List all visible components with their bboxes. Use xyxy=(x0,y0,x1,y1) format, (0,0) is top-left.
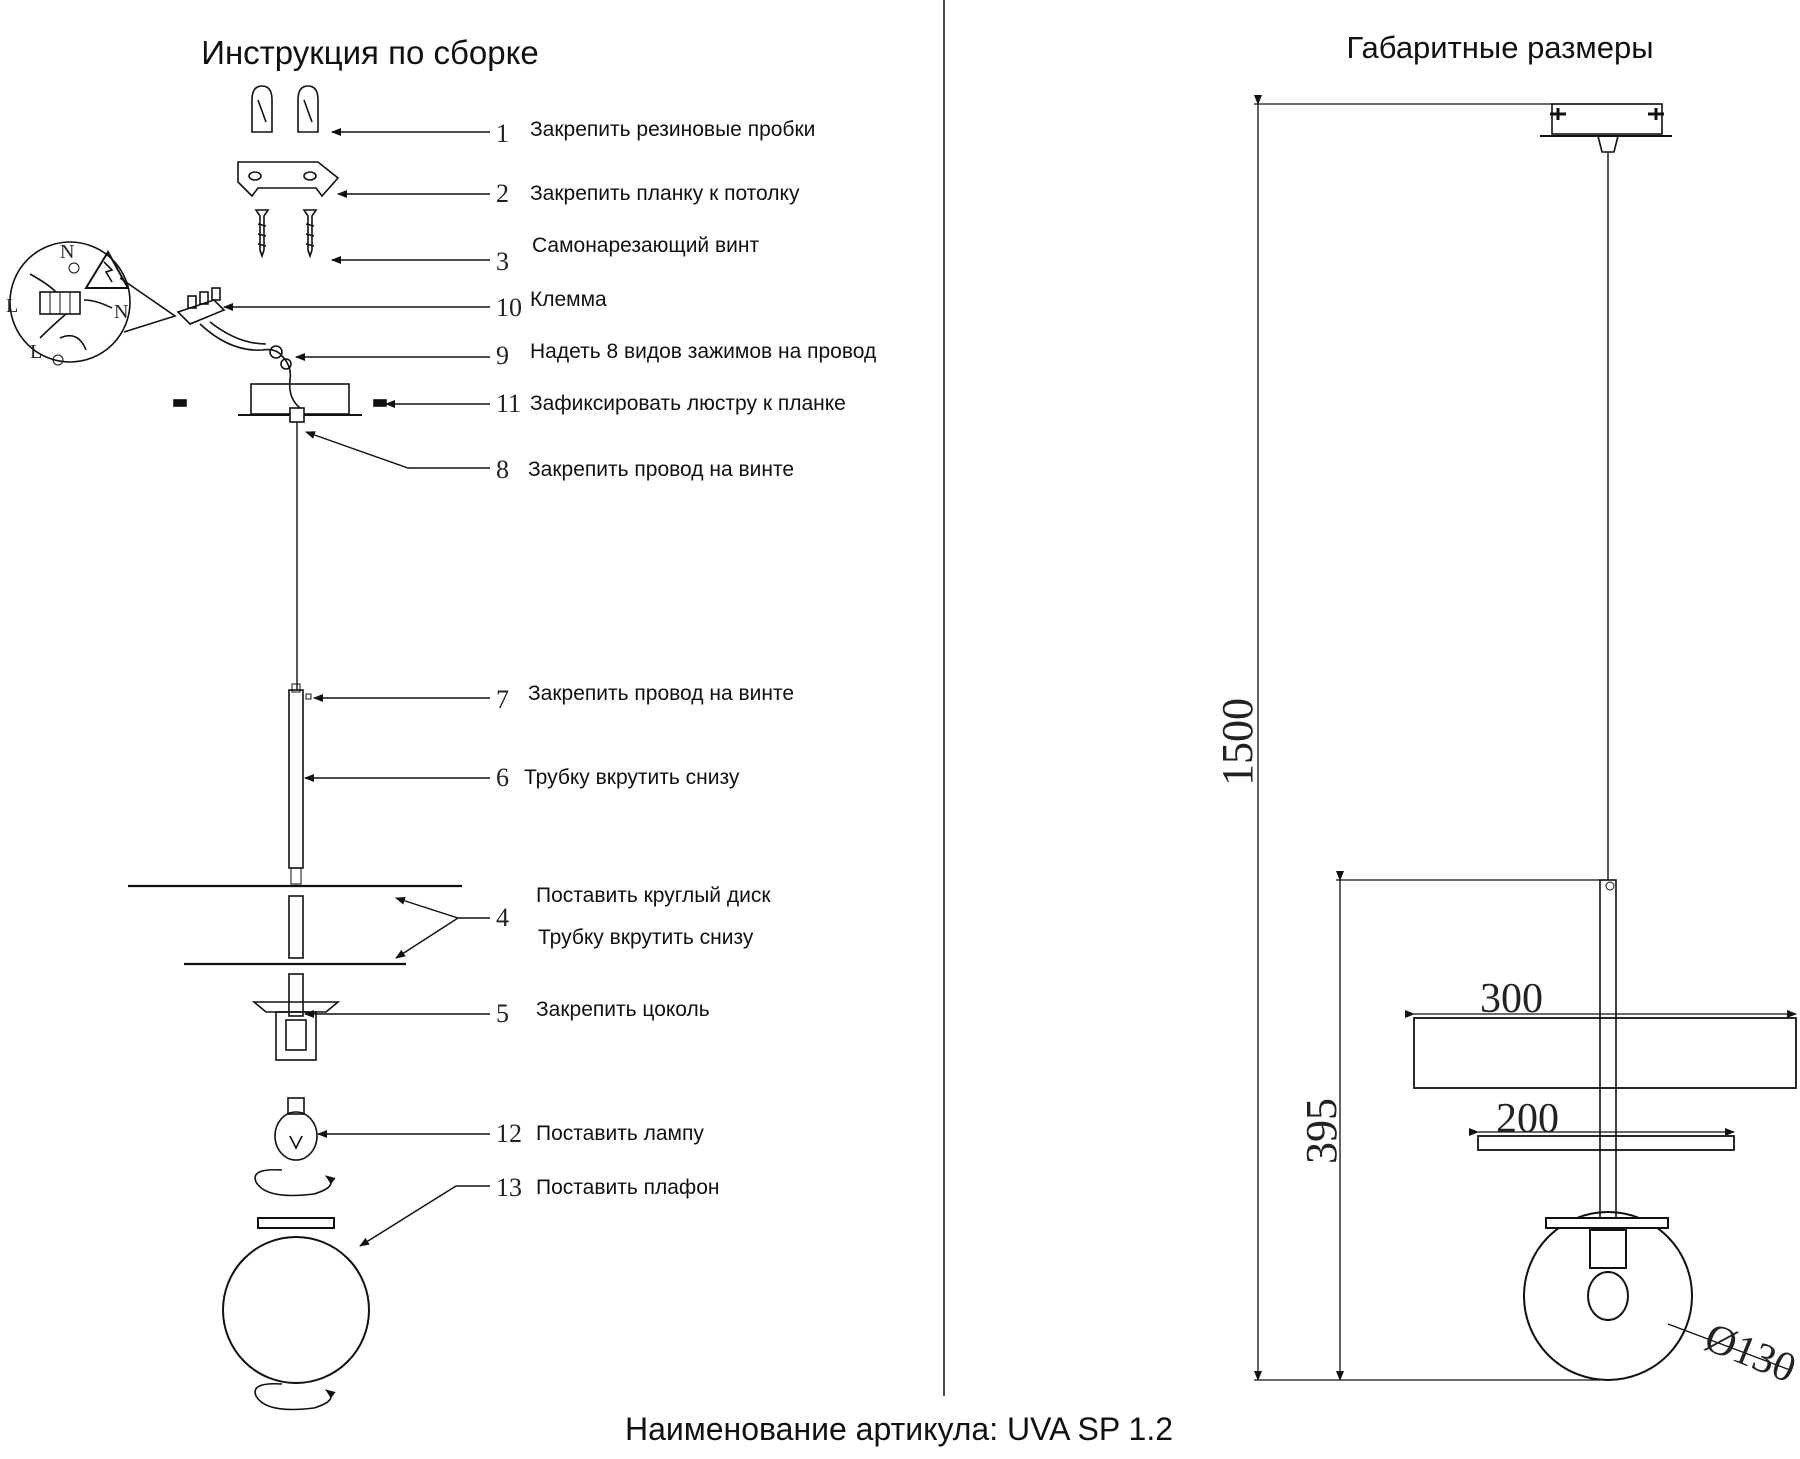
assembly-title: Инструкция по сборке xyxy=(201,34,539,71)
upper-tube-icon xyxy=(288,689,304,869)
middle-tube-icon xyxy=(288,895,304,959)
step-number-6: 6 xyxy=(496,763,509,792)
step-number-13: 13 xyxy=(496,1173,522,1202)
dimension-shade-icon xyxy=(1523,1211,1693,1381)
dimension-body-height: 395 xyxy=(1297,1098,1346,1164)
step-number-1: 1 xyxy=(496,119,509,148)
canopy-screw-left-icon xyxy=(173,399,187,407)
step-text-3: Самонарезающий винт xyxy=(532,234,759,257)
leader-lines xyxy=(223,128,490,1247)
article-name: Наименование артикула: UVA SP 1.2 xyxy=(625,1411,1173,1447)
dimension-large-disc: 300 xyxy=(1480,976,1543,1022)
wire-label-n-right: N xyxy=(114,301,128,323)
dimensions-title: Габаритные размеры xyxy=(1346,30,1653,65)
step-text-4b: Трубку вкрутить снизу xyxy=(538,926,754,949)
electric-hazard-icon xyxy=(84,250,130,289)
step-texts: Закрепить резиновые пробки Закрепить пла… xyxy=(524,118,876,1199)
step-text-4a: Поставить круглый диск xyxy=(536,884,771,907)
step-text-2: Закрепить планку к потолку xyxy=(530,182,800,205)
step-text-12: Поставить лампу xyxy=(536,1122,704,1145)
canopy-screw-right-icon xyxy=(373,399,387,407)
step-text-8: Закрепить провод на винте xyxy=(528,458,794,481)
rubber-plugs-icon xyxy=(251,85,319,133)
wire-label-l-bottom: L xyxy=(30,341,42,363)
step-number-5: 5 xyxy=(496,999,509,1028)
wire-clamps-icon xyxy=(199,321,301,409)
step-text-5: Закрепить цоколь xyxy=(536,998,710,1021)
step-text-13: Поставить плафон xyxy=(536,1176,719,1199)
lamp-socket-icon xyxy=(251,1001,341,1061)
step-number-8: 8 xyxy=(496,455,509,484)
step-number-10: 10 xyxy=(496,293,522,322)
wire-label-n-top: N xyxy=(60,241,74,263)
dimension-canopy-icon xyxy=(1540,103,1672,153)
step-numbers: 1 2 3 10 9 11 8 7 6 4 5 12 13 xyxy=(496,119,522,1202)
step-number-11: 11 xyxy=(496,389,521,418)
step-number-2: 2 xyxy=(496,179,509,208)
step-text-11: Зафиксировать люстру к планке xyxy=(530,392,846,415)
wire-label-l-left: L xyxy=(6,295,18,317)
step-number-12: 12 xyxy=(496,1119,522,1148)
dimension-large-disc-icon xyxy=(1413,1017,1797,1089)
terminal-block-icon xyxy=(176,287,226,325)
dimension-total-height: 1500 xyxy=(1213,698,1262,786)
step-number-9: 9 xyxy=(496,341,509,370)
glass-shade-icon xyxy=(222,1217,370,1384)
dimension-shade-diameter: Ø130 xyxy=(1698,1315,1800,1393)
step-number-7: 7 xyxy=(496,685,509,714)
self-tapping-screws-icon xyxy=(254,209,318,259)
step-text-6: Трубку вкрутить снизу xyxy=(524,766,740,789)
tube-top-screw-icon xyxy=(291,683,301,693)
ceiling-canopy-icon xyxy=(173,383,387,423)
step-number-4: 4 xyxy=(496,903,509,932)
rotate-arrow-bottom-icon xyxy=(254,1382,336,1411)
dimension-tube-icon xyxy=(1599,879,1617,1223)
mounting-bracket-icon xyxy=(237,161,340,198)
light-bulb-icon xyxy=(274,1097,318,1161)
step-number-3: 3 xyxy=(496,247,509,276)
dimension-lines xyxy=(1254,95,1797,1381)
dimension-small-disc: 200 xyxy=(1496,1096,1559,1142)
wiring-detail-bubble: N L N L xyxy=(6,241,177,366)
step-text-1: Закрепить резиновые пробки xyxy=(530,118,815,141)
step-text-10: Клемма xyxy=(530,288,607,311)
step-text-9: Надеть 8 видов зажимов на провод xyxy=(530,340,876,363)
step-text-7: Закрепить провод на винте xyxy=(528,682,794,705)
lower-tube-icon xyxy=(288,973,304,1017)
rotate-arrow-top-icon xyxy=(254,1168,336,1197)
dimension-small-disc-icon xyxy=(1477,1135,1735,1151)
